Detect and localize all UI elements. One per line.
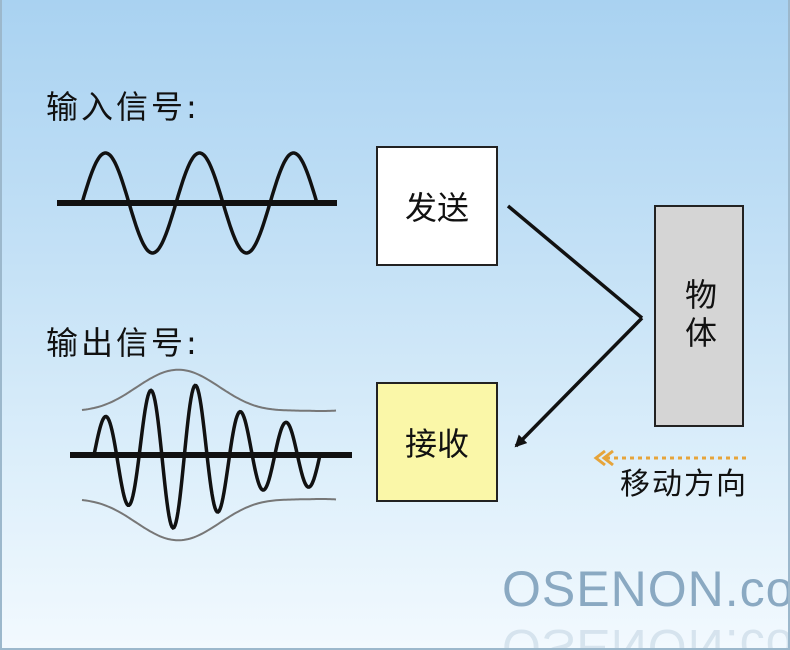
reflect-arrow xyxy=(514,316,644,448)
moving-direction-arrowhead-icon xyxy=(593,449,606,467)
transmit-arrow-line xyxy=(506,204,644,320)
send-box: 发送 xyxy=(376,146,498,266)
receive-box: 接收 xyxy=(376,382,498,502)
output-signal-label: 输出信号: xyxy=(46,324,200,362)
output-envelope-bottom xyxy=(81,498,337,542)
watermark-reflection: OSENON.com xyxy=(502,619,788,650)
moving-direction-arrowhead2-icon xyxy=(601,449,614,467)
watermark-text: OSENON.com xyxy=(502,561,788,617)
object-box: 物体 xyxy=(654,205,744,427)
output-envelope-top xyxy=(81,368,337,412)
moving-direction-label: 移动方向 xyxy=(620,467,748,502)
input-wave xyxy=(80,151,319,255)
input-signal-label: 输入信号: xyxy=(46,88,200,126)
watermark: OSENON.com OSENON.com xyxy=(502,560,788,650)
output-wave xyxy=(92,383,322,530)
